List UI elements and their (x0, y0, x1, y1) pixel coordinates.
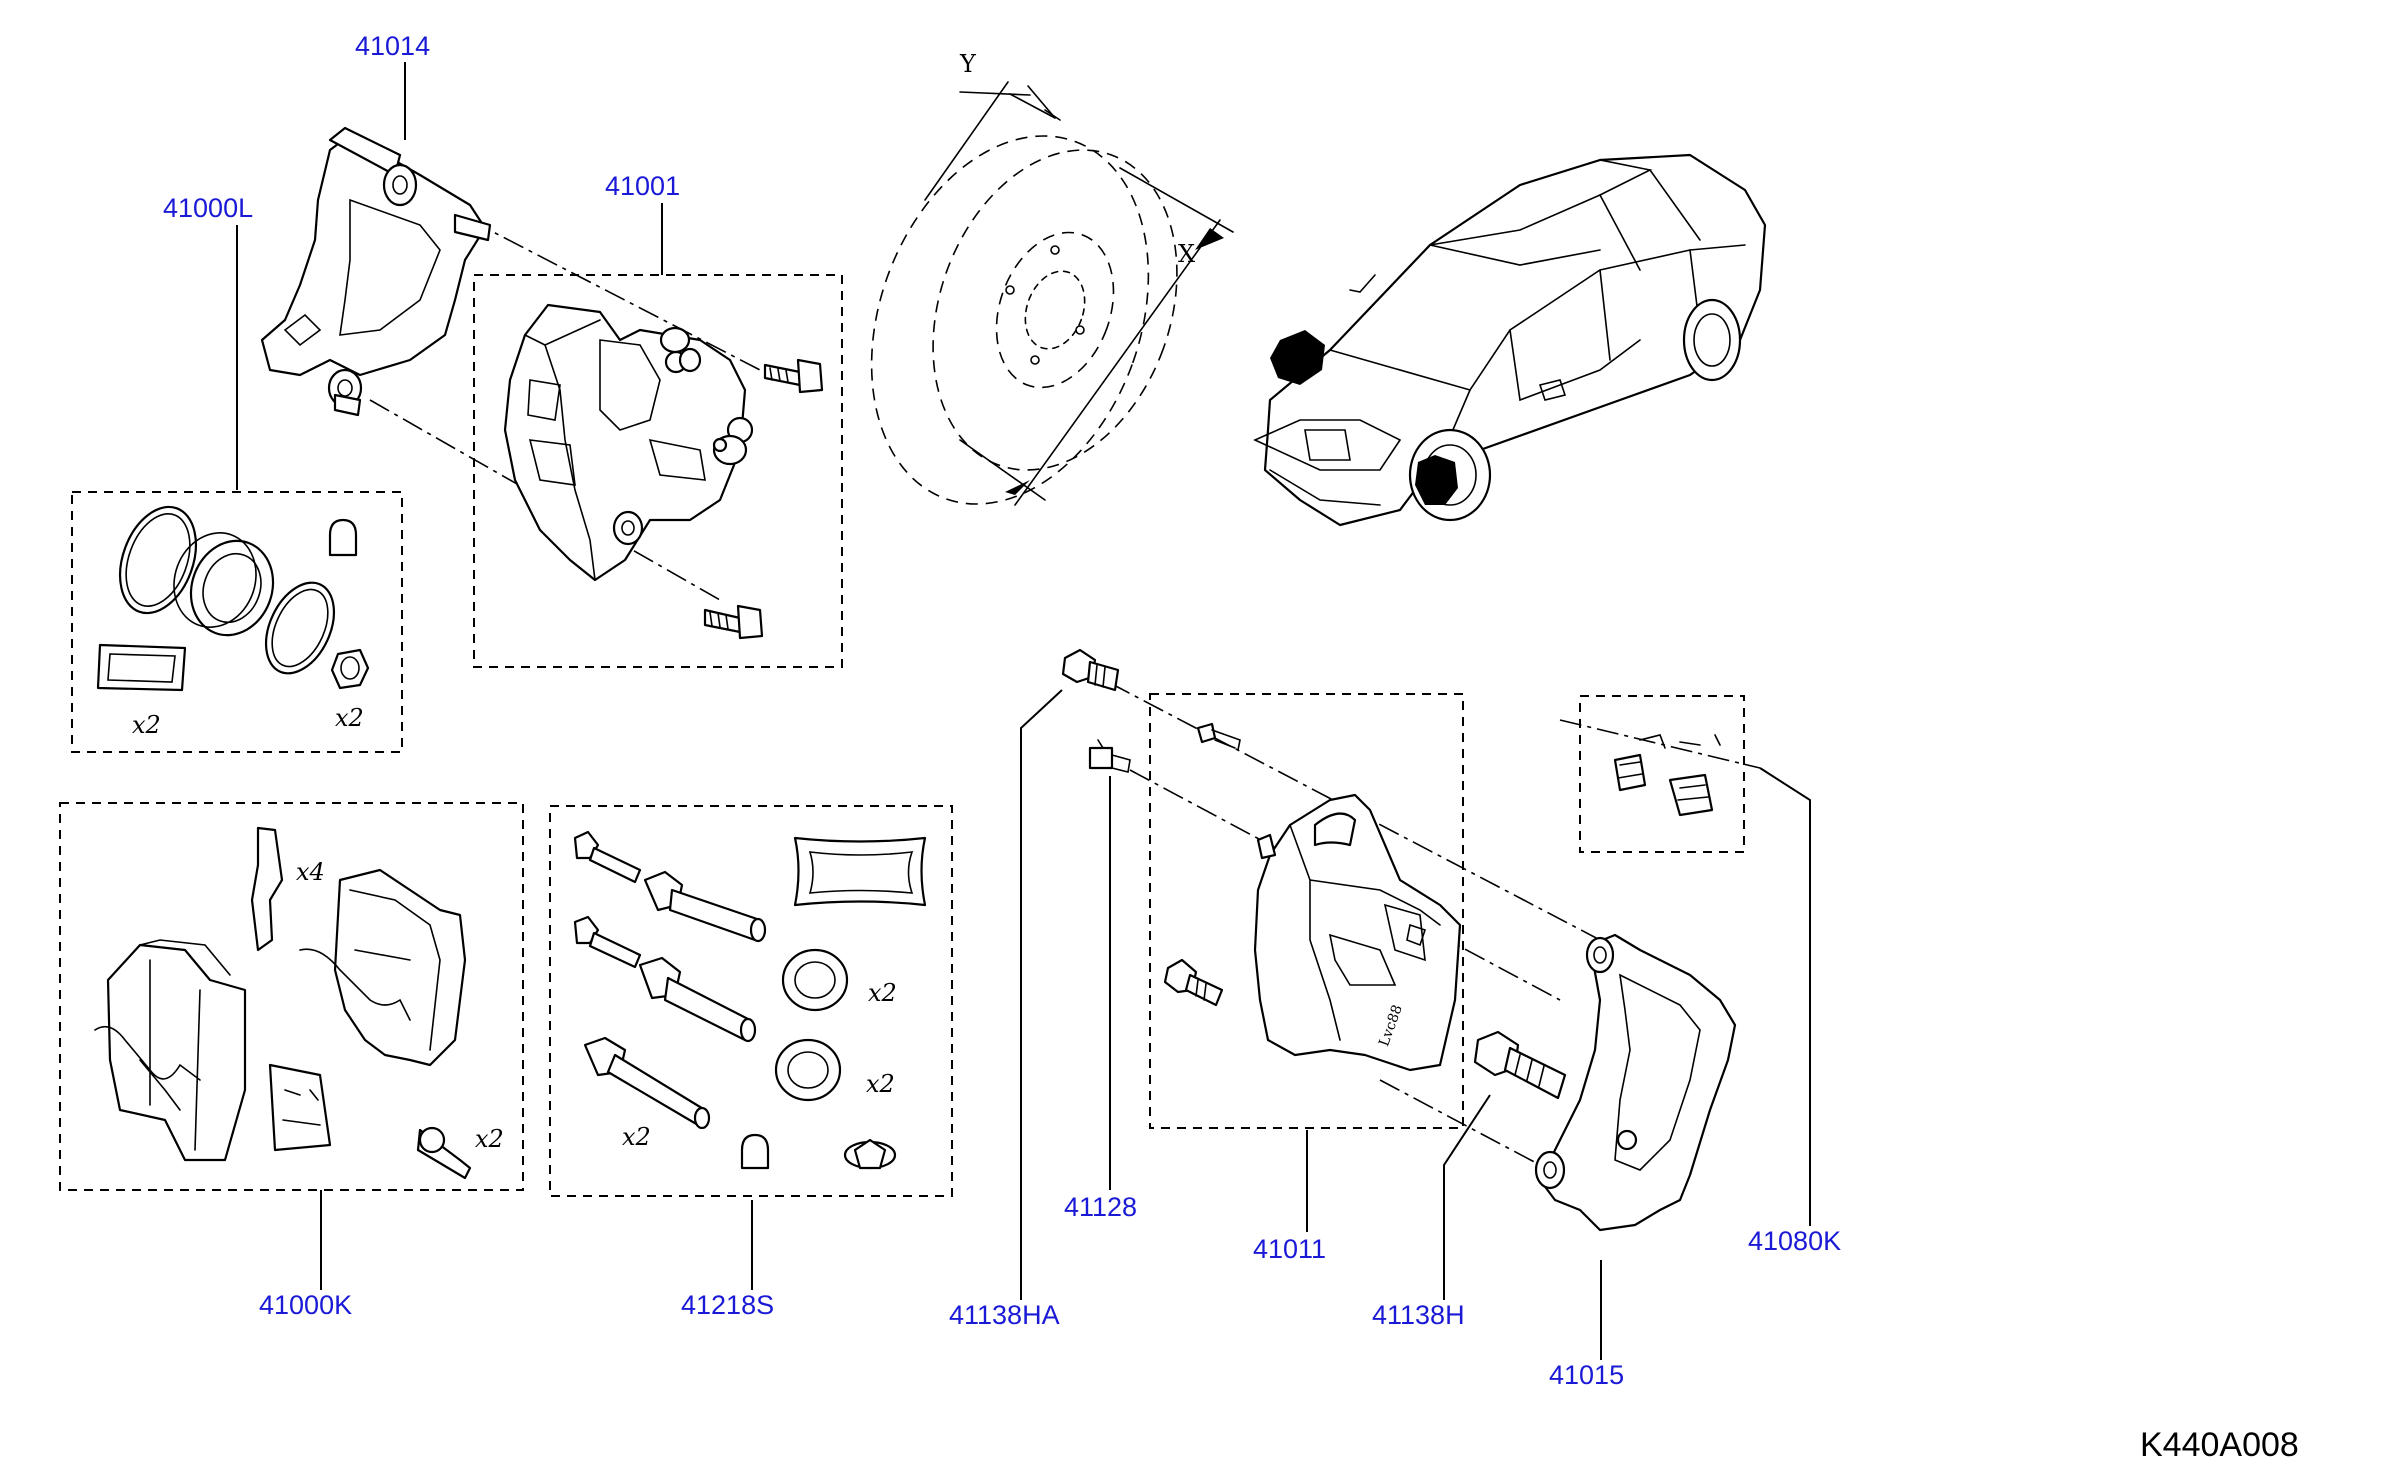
hardware-kit-box-41080K (1579, 695, 1745, 853)
qty-slide-pins: x2 (622, 1123, 651, 1151)
caliper-bracket-41015[interactable] (1534, 933, 1737, 1232)
caliper-assembly-box-41001 (473, 274, 843, 668)
pin-boot-kit-41218S[interactable]: x2 x2 x2 (573, 830, 927, 1170)
leader-lines (236, 62, 1811, 1360)
part-label-41000K[interactable]: 41000K (259, 1290, 352, 1320)
front-brake-location-right (1415, 455, 1458, 505)
part-label-41011[interactable]: 41011 (1253, 1234, 1326, 1264)
brake-disc: Y X (870, 50, 1234, 506)
part-label-41128[interactable]: 41128 (1064, 1192, 1137, 1222)
guide-bolt-lower-41001 (703, 604, 764, 640)
part-label-41014[interactable]: 41014 (355, 31, 430, 61)
caliper-assembly-box-41011 (1149, 693, 1464, 1129)
part-label-41080K[interactable]: 41080K (1748, 1226, 1841, 1256)
qty-pad-bolts: x2 (475, 1125, 504, 1153)
bleeder-41128[interactable] (1088, 739, 1131, 773)
qty-boots-upper: x2 (868, 979, 897, 1007)
pin-boot-kit-box-41218S (549, 805, 953, 1197)
part-label-41000L[interactable]: 41000L (163, 193, 253, 223)
caliper-bracket-41014[interactable] (260, 126, 492, 417)
guide-bolt-upper-41001 (763, 358, 824, 394)
guide-bolt-41011 (1163, 958, 1224, 1007)
part-label-41015[interactable]: 41015 (1549, 1360, 1624, 1390)
part-label-41001[interactable]: 41001 (605, 171, 680, 201)
bolt-41138HA[interactable] (1061, 648, 1120, 692)
caliper-assembly-41011[interactable]: Lvc88 (1196, 722, 1462, 1072)
qty-pad-clips: x4 (296, 858, 325, 886)
part-label-41218S[interactable]: 41218S (681, 1290, 774, 1320)
part-label-41138H[interactable]: 41138H (1372, 1300, 1465, 1330)
qty-seal-left: x2 (132, 711, 161, 739)
qty-boots-lower: x2 (866, 1070, 895, 1098)
qty-seal-right: x2 (335, 704, 364, 732)
bolt-41138H[interactable] (1473, 1030, 1567, 1100)
dimension-x-label: X (1178, 240, 1195, 268)
diagram-code: K440A008 (2140, 1426, 2299, 1464)
hardware-kit-41080K[interactable] (1613, 734, 1721, 817)
vehicle-location-illustration (1253, 153, 1767, 527)
caliper-assembly-41001[interactable] (503, 303, 754, 582)
seal-kit-box-41000L (71, 491, 403, 753)
brake-pad-kit-41000K[interactable]: x4 x2 (94, 826, 504, 1180)
seal-kit-41000L[interactable]: x2 x2 (96, 496, 370, 739)
pad-kit-box-41000K (59, 802, 524, 1191)
part-label-41138HA[interactable]: 41138HA (949, 1300, 1060, 1330)
front-brake-location-left (1270, 330, 1325, 385)
dimension-y-label: Y (959, 50, 977, 78)
